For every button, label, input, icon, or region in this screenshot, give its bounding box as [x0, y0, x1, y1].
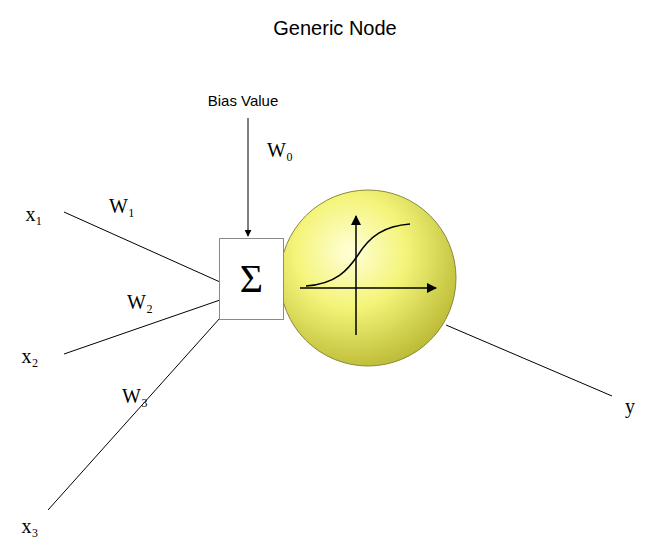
input-label: x₁	[26, 203, 43, 226]
input-label: x₂	[22, 345, 39, 368]
weight-label: W₃	[122, 385, 148, 408]
output-label: y	[625, 395, 635, 418]
axis	[355, 216, 357, 335]
sigmoid-curve	[306, 224, 410, 286]
summation-symbol: Σ	[240, 259, 263, 299]
diagram-title: Generic Node	[273, 17, 396, 40]
activation-ball	[280, 190, 456, 366]
weight-label: W₂	[127, 291, 153, 314]
input-label: x₃	[22, 515, 39, 538]
input-wire	[48, 318, 220, 510]
input-wire	[64, 212, 220, 282]
bias-arrow	[248, 118, 249, 236]
output-wire	[446, 325, 612, 396]
summation-box: Σ	[219, 238, 284, 320]
axis	[300, 287, 436, 289]
weight-label: W₀	[267, 139, 293, 162]
label: Bias Value	[208, 92, 279, 109]
weight-label: W₁	[109, 195, 135, 218]
